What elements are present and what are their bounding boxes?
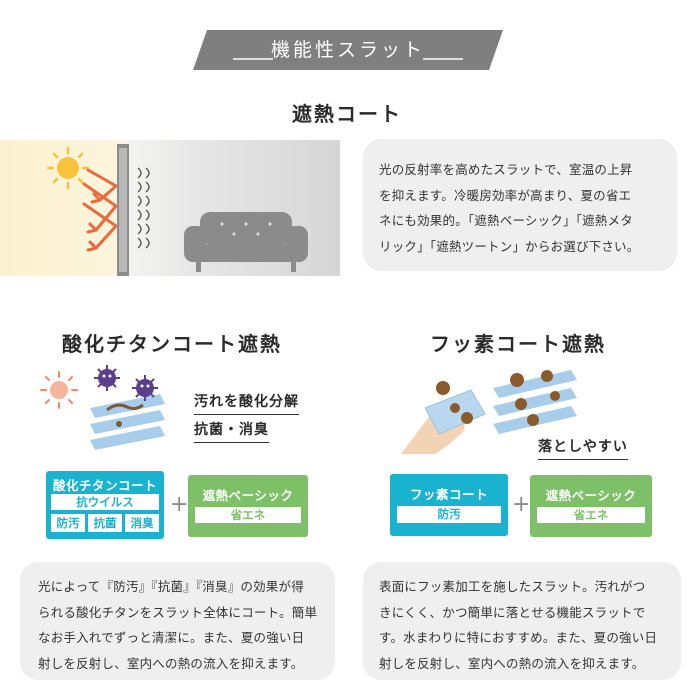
reflection-arrows-icon — [82, 168, 119, 252]
titanium-coat-title: 酸化チタンコート遮熱 — [62, 332, 282, 356]
titanium-label-antibacterial: 抗菌・消臭 — [194, 419, 269, 443]
desc-line: 光の反射率を高めたスラットで、室温の上昇 — [379, 162, 633, 177]
sofa-icon — [184, 212, 308, 272]
fluorine-label-easy-clean: 落としやすい — [538, 436, 628, 460]
heat-basic-box: 遮熱ベーシック 省エネ — [188, 475, 308, 537]
heat-coat-title: 遮熱コート — [292, 102, 402, 126]
section-banner: 機能性スラット — [193, 30, 503, 70]
desc-line: リック」「遮熱ツートン」からお選び下さい。 — [379, 238, 640, 254]
tag-antifouling: 防汚 — [51, 514, 85, 532]
desc-line: 射しを反射し、室内への熱の流入を抑えます。 — [379, 655, 645, 671]
window-pane-icon — [117, 144, 129, 276]
virus-icon — [94, 365, 158, 401]
heat-basic-title: 遮熱ベーシック — [545, 488, 637, 503]
fluorine-coat-title: フッ素コート遮熱 — [430, 332, 606, 356]
desc-line: す。水まわりに特におすすめ。また、夏の強い日 — [379, 630, 658, 646]
antivirus-tag: 抗ウイルス — [51, 494, 159, 510]
heat-illustration — [0, 140, 340, 276]
heat-coat-description: 光の反射率を高めたスラットで、室温の上昇 を抑えます。冷暖房効率が高まり、夏の省… — [363, 139, 677, 271]
plus-icon: + — [170, 492, 189, 517]
desc-line: を抑えます。冷暖房効率が高まり、夏の省エ — [379, 187, 632, 203]
stain-icon — [436, 370, 560, 426]
energy-saving-tag: 省エネ — [537, 507, 645, 523]
titanium-label-oxidize: 汚れを酸化分解 — [194, 391, 299, 415]
titanium-coat-box: 酸化チタンコート 抗ウイルス 防汚 抗菌 消臭 — [46, 471, 164, 539]
energy-saving-tag: 省エネ — [195, 507, 301, 523]
tag-deodorize: 消臭 — [125, 514, 159, 532]
sun-icon — [46, 146, 90, 190]
banner-title: 機能性スラット — [270, 39, 425, 61]
plus-icon: + — [512, 492, 531, 517]
antifouling-tag: 防汚 — [397, 506, 501, 523]
desc-line: 光によって『防汚』『抗菌』『消臭』の効果が得 — [38, 579, 304, 594]
sun-icon — [40, 371, 78, 409]
titanium-box-title: 酸化チタンコート — [52, 478, 157, 493]
desc-line: 射しを反射し、室内への熱の流入を抑えます。 — [38, 655, 304, 671]
heat-basic-box: 遮熱ベーシック 省エネ — [530, 475, 652, 537]
desc-line: きにくく、かつ簡単に落とせる機能スラットで — [379, 604, 646, 620]
tag-antibacterial: 抗菌 — [88, 514, 122, 532]
fluorine-box-title: フッ素コート — [409, 487, 488, 502]
titanium-illustration — [35, 360, 195, 460]
fluorine-illustration — [395, 362, 595, 457]
desc-line: なお手入れでずっと清潔に。また、夏の強い日 — [38, 630, 305, 646]
slat-blind-icon — [137, 167, 150, 249]
desc-line: ネにも効果的。「遮熱ベーシック」「遮熱メタ — [379, 213, 633, 229]
desc-line: 表面にフッ素加工を施したスラット。汚れがつ — [379, 579, 646, 594]
heat-basic-title: 遮熱ベーシック — [202, 488, 294, 503]
fluorine-coat-description: 表面にフッ素加工を施したスラット。汚れがつ きにくく、かつ簡単に落とせる機能スラ… — [363, 562, 681, 680]
titanium-coat-description: 光によって『防汚』『抗菌』『消臭』の効果が得 られる酸化チタンをスラット全体にコ… — [20, 562, 335, 680]
fluorine-coat-box: フッ素コート 防汚 — [390, 474, 508, 536]
hand-icon — [401, 389, 486, 454]
desc-line: られる酸化チタンをスラット全体にコート。簡単 — [38, 604, 318, 620]
slat-icon — [90, 394, 165, 450]
